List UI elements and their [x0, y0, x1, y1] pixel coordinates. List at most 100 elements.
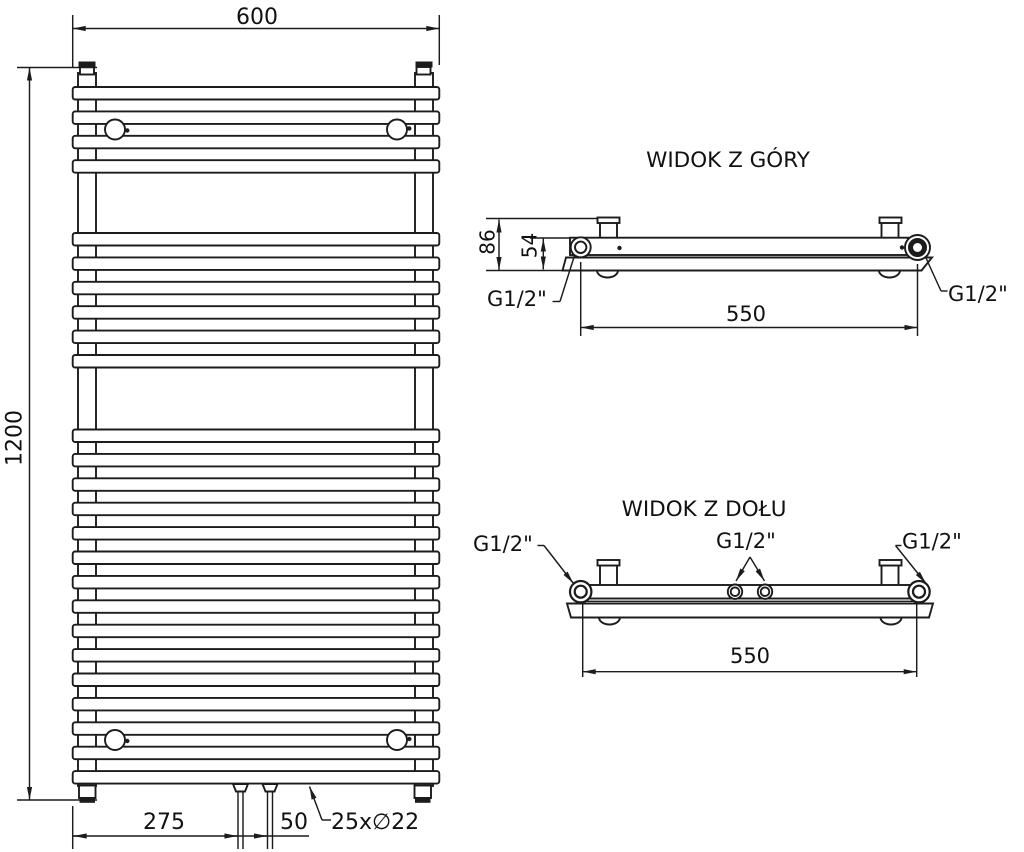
tube-bar [71, 721, 441, 736]
bottom-view-foot-left [598, 616, 621, 626]
tube-bar [71, 599, 441, 614]
tube-bar [71, 574, 441, 590]
tube-bar [71, 526, 441, 541]
tube-spec-leader-arrow [308, 786, 323, 821]
dimension-54: 54 [518, 233, 570, 270]
bottom-view-title: WIDOK Z DOŁU [622, 497, 787, 522]
bracket-circle-bottom-right [386, 729, 408, 751]
top-view-clip-dot-right [899, 245, 905, 250]
center-pipe-cap-1 [231, 783, 250, 793]
dim-54-label: 54 [518, 233, 542, 258]
bottom-view-stubs [596, 559, 903, 587]
tube-bar [71, 159, 441, 174]
top-view-g12-right: G1/2" [925, 257, 1008, 306]
dim-600-label: 600 [236, 5, 278, 30]
dim-550-top-label: 550 [726, 302, 766, 326]
tube-bar [71, 550, 441, 565]
bottom-view-g12-right: G1/2" [894, 530, 962, 584]
bottom-view: WIDOK Z DOŁU [473, 497, 962, 677]
dim-1200-label: 1200 [3, 410, 28, 466]
center-pipe-cap-2 [261, 783, 279, 793]
bracket-clip-bottom-right [407, 736, 412, 742]
dimension-550-top: 550 [579, 262, 919, 336]
tube-bar [71, 672, 441, 687]
tube-bars [71, 86, 441, 785]
front-bracket-circles [104, 118, 412, 751]
foot-left [78, 784, 97, 799]
tube-bar [71, 428, 441, 443]
dimension-86: 86 [476, 217, 597, 272]
front-center-pipes [231, 783, 279, 849]
tube-bar [71, 280, 441, 296]
g12-bottom-right-leader [894, 545, 927, 584]
bottom-connection-left-inner [573, 584, 588, 599]
tube-bar [71, 623, 441, 639]
g12-top-left-label: G1/2" [487, 287, 547, 311]
tube-bar [71, 477, 441, 492]
top-view-stub-right [880, 221, 900, 240]
front-feet [78, 784, 432, 803]
bracket-clip-top-left [125, 128, 130, 133]
tube-bar [71, 770, 441, 785]
top-view: WIDOK Z GÓRY 86 [476, 147, 1008, 336]
g12-top-left-leader [559, 255, 576, 302]
tube-bar [71, 232, 441, 247]
tube-bar [71, 501, 441, 517]
bracket-clip-bottom-left [125, 738, 130, 744]
tube-spec-callout: 25x∅22 [308, 786, 419, 835]
top-view-clip-dot-left [617, 245, 622, 251]
tube-bar [71, 745, 441, 761]
top-view-foot-left [596, 269, 619, 279]
g12-top-right-label: G1/2" [948, 282, 1008, 306]
tube-bar [71, 305, 441, 320]
top-cap-right [415, 61, 433, 68]
bottom-view-stub-cap-right [878, 559, 903, 567]
tube-bar [71, 696, 441, 712]
top-view-connection-left-inner [574, 240, 588, 254]
top-view-wall-plate [561, 256, 934, 272]
bottom-view-wall-plate [565, 602, 935, 619]
tube-bar [71, 452, 441, 468]
bracket-circle-top-right [386, 118, 408, 141]
dimension-550-bottom: 550 [581, 604, 918, 677]
foot-right [413, 784, 432, 799]
g12-bottom-center-leader2 [749, 556, 766, 582]
dim-550-bottom-label: 550 [730, 644, 770, 668]
bottom-view-g12-left: G1/2" [473, 532, 575, 584]
top-view-stub-cap-right [878, 216, 903, 224]
tube-bar [71, 86, 441, 101]
top-view-stubs [596, 216, 903, 240]
tube-bar [71, 110, 441, 125]
bottom-view-stub-left [599, 564, 618, 587]
bottom-connection-right-inner [911, 584, 927, 599]
dim-50-label: 50 [280, 810, 308, 835]
bottom-connection-center2-inner [759, 586, 771, 597]
g12-top-right-leader [925, 257, 942, 292]
top-view-stub-left [599, 221, 618, 240]
bottom-view-g12-center: G1/2" [716, 529, 776, 582]
g12-bottom-right-label: G1/2" [902, 530, 962, 554]
bracket-clip-top-right [407, 126, 412, 131]
bottom-view-body-bar [574, 584, 926, 600]
front-top-caps [78, 61, 433, 76]
g12-bottom-center-label: G1/2" [716, 529, 776, 553]
g12-bottom-left-label: G1/2" [473, 532, 533, 556]
dimension-1200: 1200 [3, 66, 97, 801]
bracket-circle-bottom-left [104, 729, 126, 751]
bottom-view-stub-cap-left [596, 559, 621, 567]
bracket-circle-top-left [104, 118, 126, 141]
g12-bottom-center-leader1 [735, 556, 751, 582]
top-cap-left [78, 61, 96, 68]
top-view-connection-right-inner [908, 238, 927, 257]
tube-bar [71, 134, 441, 150]
top-view-title: WIDOK Z GÓRY [646, 147, 811, 173]
foot-cap-right [415, 797, 431, 803]
top-view-stub-cap-left [596, 216, 621, 224]
tube-bar [71, 329, 441, 345]
tube-spec-label: 25x∅22 [331, 810, 419, 835]
top-view-foot-right [878, 269, 901, 279]
dimension-600: 600 [71, 5, 441, 67]
dim-275-label: 275 [143, 810, 185, 835]
